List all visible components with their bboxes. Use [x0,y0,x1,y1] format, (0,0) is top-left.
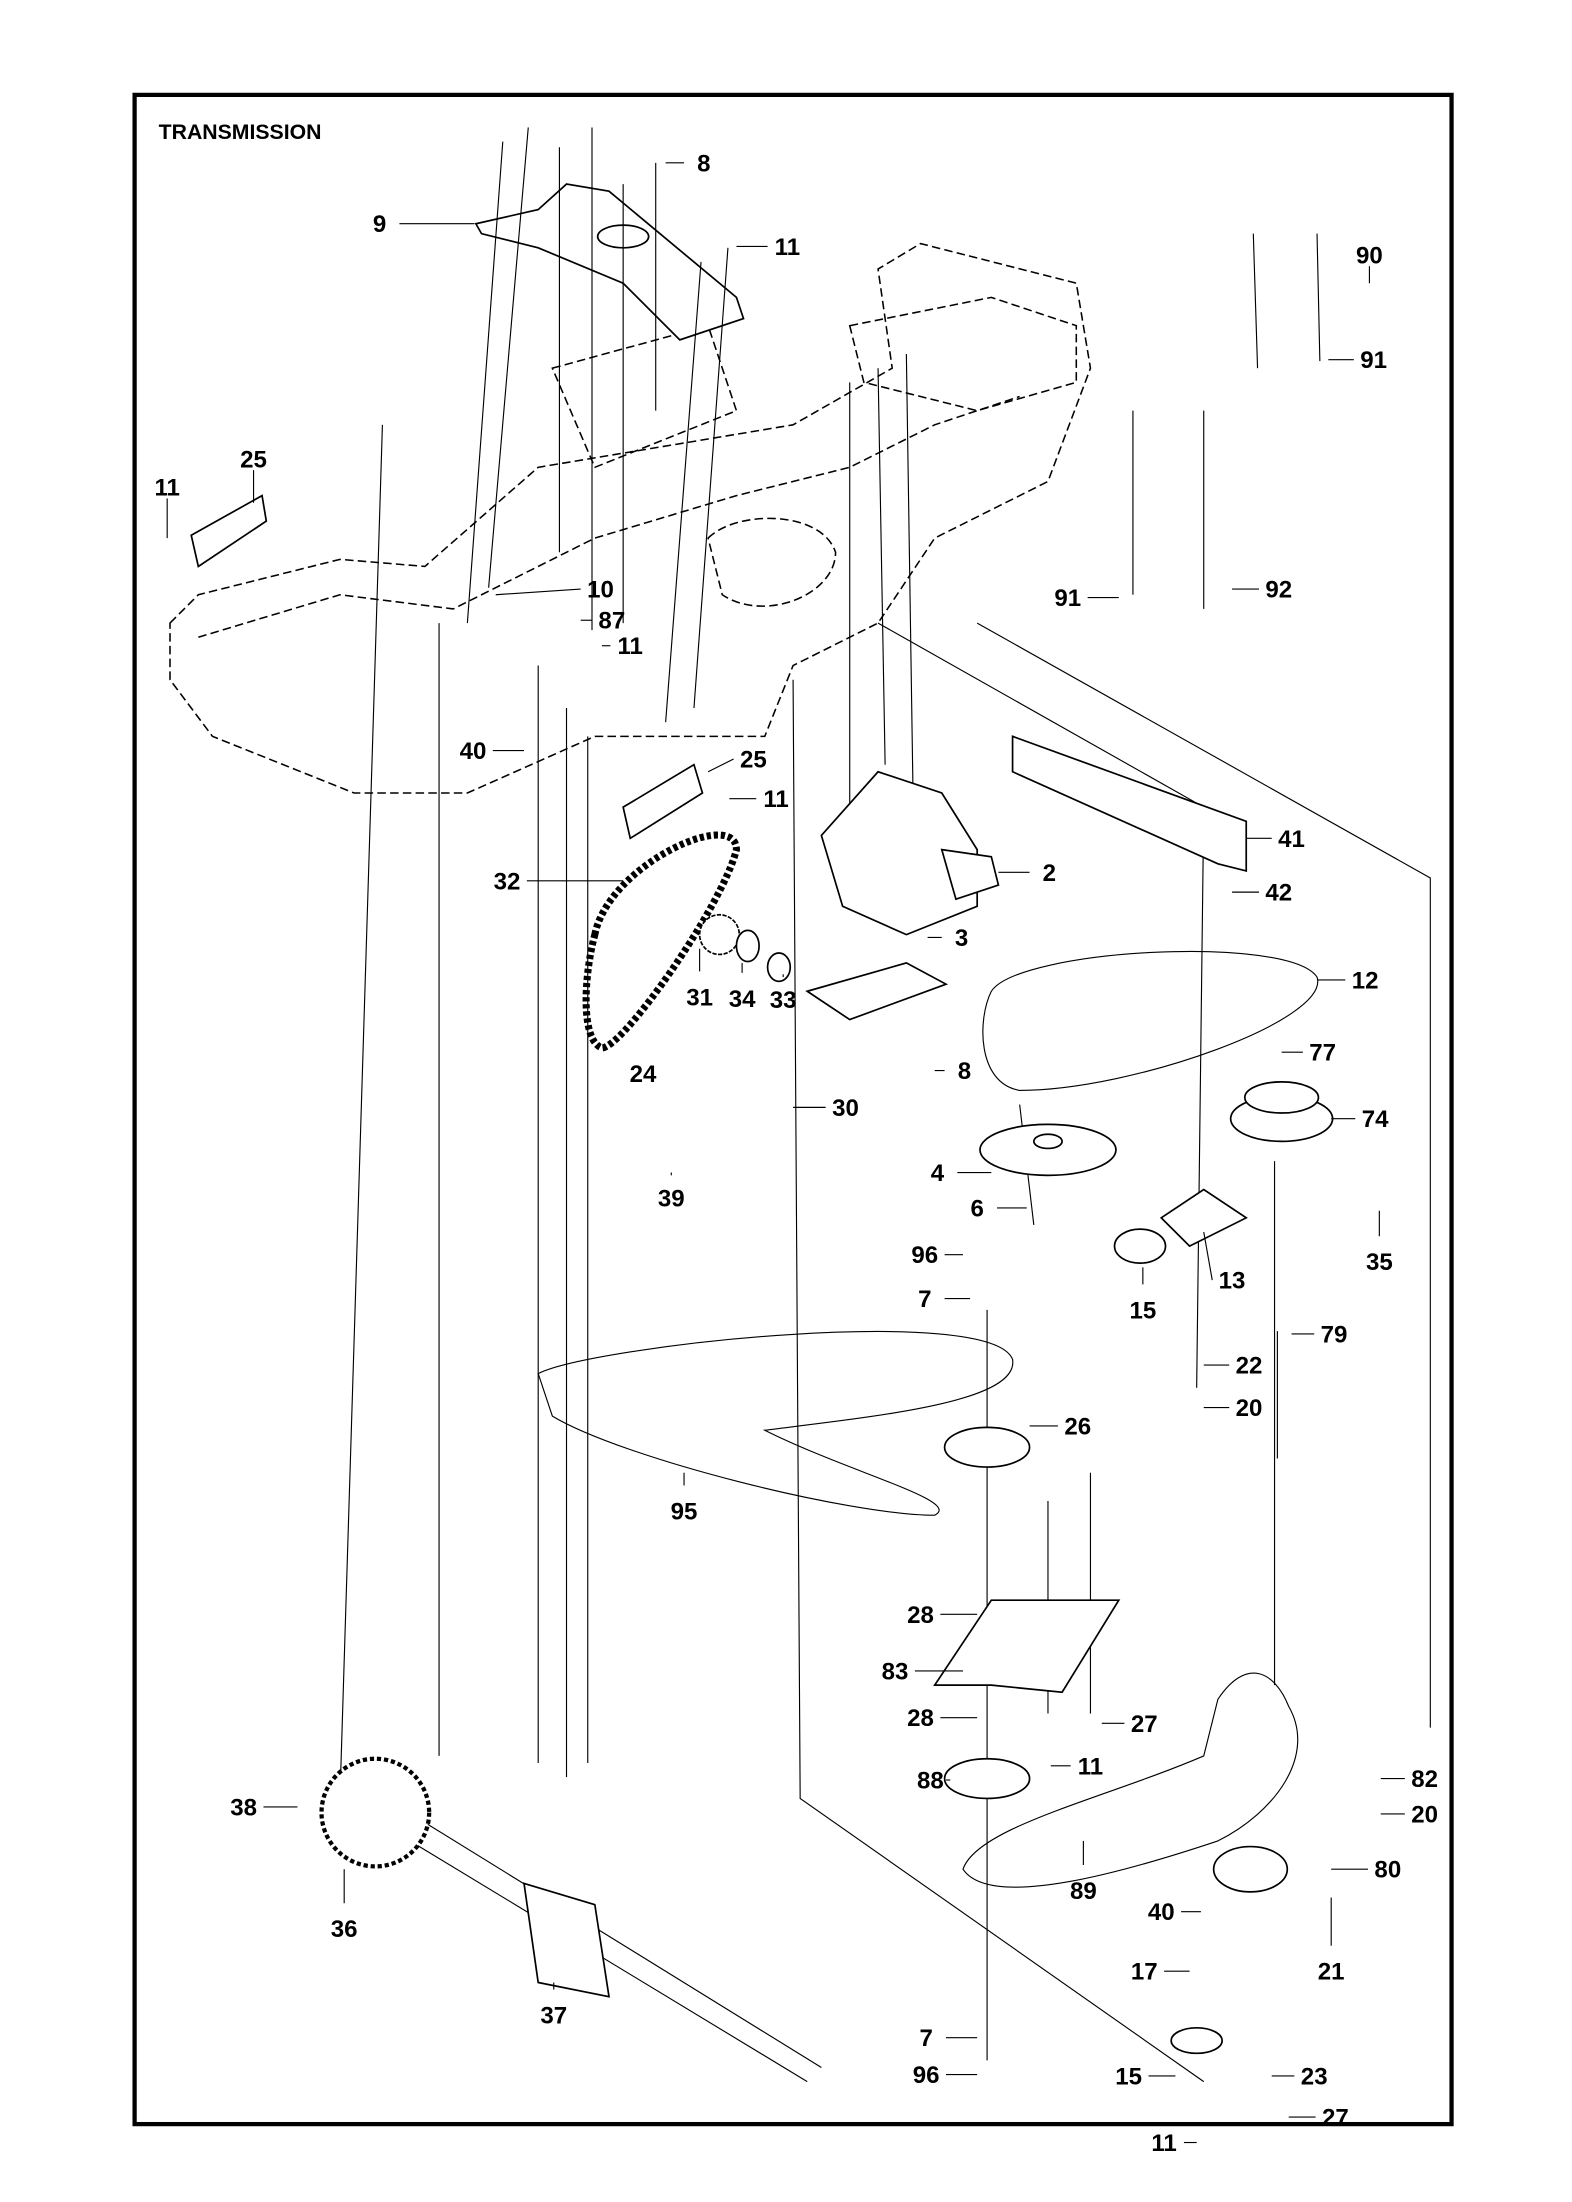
callout-27: 27 [1131,1711,1158,1738]
callout-89: 89 [1070,1878,1097,1905]
frame-chassis [169,242,1092,794]
callout-96: 96 [913,2062,940,2089]
belts [537,950,1319,1888]
callout-41: 41 [1278,826,1305,853]
callout-39: 39 [658,1185,685,1212]
callout-79: 79 [1321,1321,1348,1348]
gearbox-2 [805,770,1000,1021]
callout-88: 88 [917,1768,944,1795]
callout-40: 40 [460,738,487,765]
callout-31: 31 [686,984,713,1011]
callout-17: 17 [1131,1959,1158,1986]
chain-24 [582,831,792,1052]
callout-12: 12 [1352,967,1379,994]
callout-96: 96 [911,1242,938,1269]
callout-2: 2 [1043,860,1056,887]
callout-9: 9 [373,211,386,238]
callout-30: 30 [832,1095,859,1122]
callout-13: 13 [1219,1268,1246,1295]
callout-11: 11 [775,234,800,261]
callout-25: 25 [240,446,267,473]
callout-22: 22 [1236,1353,1263,1380]
callout-leader-10 [495,588,581,596]
callout-6: 6 [970,1195,983,1222]
callout-34: 34 [729,986,756,1013]
callout-10: 10 [587,577,614,604]
callout-15: 15 [1115,2063,1142,2090]
callout-8: 8 [958,1058,971,1085]
callout-11: 11 [1078,1753,1103,1780]
callout-83: 83 [882,1658,909,1685]
callout-91: 91 [1360,347,1387,374]
callout-80: 80 [1374,1857,1401,1884]
callout-3: 3 [955,925,968,952]
plate-9 [474,183,745,341]
callout-11: 11 [1151,2130,1176,2157]
callout-24: 24 [630,1061,657,1088]
callout-92: 92 [1265,577,1292,604]
callout-42: 42 [1265,880,1292,907]
rear-axle-37 [319,1756,822,2083]
callout-95: 95 [671,1498,698,1525]
callout-11: 11 [618,633,643,660]
callout-7: 7 [919,2025,932,2052]
callout-26: 26 [1064,1413,1091,1440]
callout-37: 37 [540,2003,567,2030]
callout-82: 82 [1411,1766,1438,1793]
callout-23: 23 [1301,2063,1328,2090]
brackets [190,494,1248,1694]
callout-11: 11 [763,786,788,813]
callout-35: 35 [1366,1249,1393,1276]
callout-90: 90 [1356,242,1383,269]
callout-33: 33 [770,987,797,1014]
callout-77: 77 [1309,1040,1336,1067]
diagram-title: TRANSMISSION [159,120,322,144]
callout-87: 87 [598,608,625,635]
diagram-border [132,92,1454,2127]
callout-8: 8 [697,150,710,177]
callout-27: 27 [1322,2105,1349,2132]
callout-36: 36 [331,1916,358,1943]
callout-11: 11 [154,475,179,502]
callout-74: 74 [1362,1106,1389,1133]
callout-leader-25 [707,758,734,773]
callout-40: 40 [1148,1899,1175,1926]
callout-15: 15 [1129,1297,1156,1324]
callout-leader-13 [1203,1231,1213,1281]
callout-20: 20 [1411,1801,1438,1828]
callout-28: 28 [907,1705,934,1732]
pulleys [943,1081,1334,2055]
callout-91: 91 [1054,585,1081,612]
callout-21: 21 [1318,1959,1345,1986]
callout-25: 25 [740,747,767,774]
callout-4: 4 [931,1160,945,1187]
callout-32: 32 [494,868,521,895]
callout-38: 38 [230,1794,257,1821]
callout-28: 28 [907,1602,934,1629]
callout-7: 7 [918,1286,931,1313]
callout-20: 20 [1236,1395,1263,1422]
